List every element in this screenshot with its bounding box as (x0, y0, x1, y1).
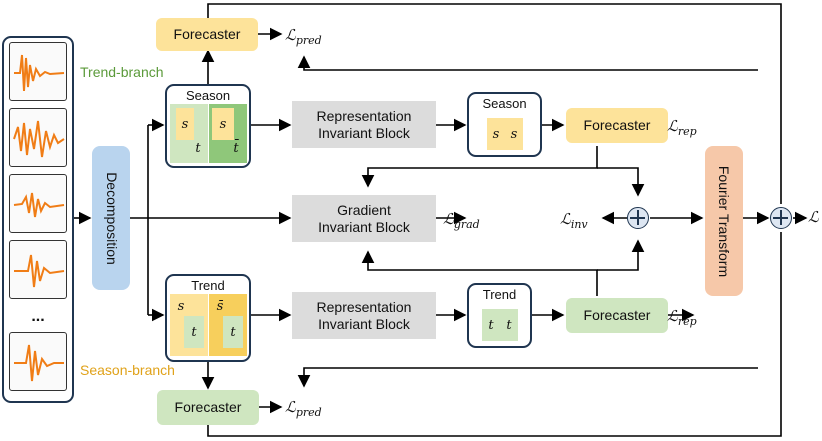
loss-pred-top: ℒpred (285, 26, 322, 47)
trend-group-title: Trend (191, 278, 225, 293)
total-loss: ℒ (808, 208, 819, 226)
season-bar-symbol: s̄ (216, 298, 224, 314)
loss-rep-bottom: ℒrep (667, 307, 697, 328)
decomposition-label: Decomposition (103, 171, 120, 265)
season-tile: s (505, 118, 523, 150)
fourier-label: Fourier Transform (716, 165, 733, 277)
season-tile: s (487, 118, 505, 150)
waveform-thumbnail (9, 240, 67, 299)
waveform-thumbnail (9, 332, 67, 391)
loss-inv: ℒinv (560, 210, 588, 231)
rib-line1: Representation (316, 298, 412, 315)
final-sum-operator (770, 207, 792, 229)
rib-line2: Invariant Block (318, 315, 410, 332)
trend-group: Trend s t s̄ t (165, 274, 251, 362)
season-symbol: s (177, 298, 185, 314)
rib-line2: Invariant Block (318, 124, 410, 141)
sum-operator (627, 207, 649, 229)
gib-line1: Gradient (337, 201, 391, 218)
waveform-thumbnail (9, 174, 67, 233)
trend-tile: t (482, 309, 500, 341)
trend-output-group: Trend t t (467, 283, 532, 348)
loss-rep-top: ℒrep (667, 117, 697, 138)
forecaster-trend: Forecaster (566, 298, 668, 333)
season-group-title: Season (185, 88, 231, 103)
trend-branch-label: Trend-branch (80, 64, 164, 80)
loss-grad: ℒgrad (443, 210, 480, 231)
fourier-transform-block: Fourier Transform (705, 146, 743, 296)
season-output-title: Season (482, 96, 527, 111)
trend-tile: t (223, 316, 243, 348)
rib-line1: Representation (316, 107, 412, 124)
trend-bar-symbol: t̄ (233, 140, 239, 156)
decomposition-block: Decomposition (92, 146, 130, 290)
input-samples-panel: ... (2, 36, 74, 403)
gib-line2: Invariant Block (318, 218, 410, 235)
loss-pred-bottom: ℒpred (285, 398, 322, 419)
trend-output-title: Trend (482, 287, 517, 302)
forecaster-season: Forecaster (566, 108, 668, 143)
waveform-thumbnail (9, 42, 67, 101)
season-tile: s (212, 108, 234, 140)
season-output-group: Season s s (467, 92, 542, 157)
season-tile: s (176, 108, 194, 140)
season-branch-label: Season-branch (80, 362, 175, 378)
trend-tile: t (184, 316, 204, 348)
forecaster-top: Forecaster (156, 18, 258, 51)
forecaster-bottom: Forecaster (157, 390, 259, 425)
season-group: Season s t s t̄ (165, 84, 251, 168)
more-samples-ellipsis: ... (31, 308, 45, 325)
trend-symbol: t (195, 140, 201, 156)
trend-tile: t (500, 309, 518, 341)
waveform-thumbnail (9, 108, 67, 167)
